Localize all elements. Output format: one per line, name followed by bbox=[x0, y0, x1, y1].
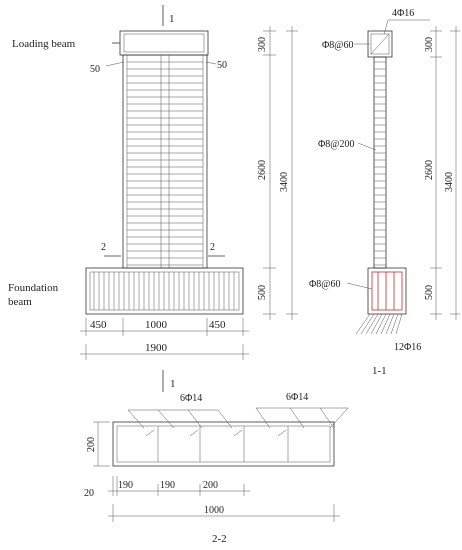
loading-beam bbox=[119, 30, 209, 56]
section-mark-2-left: 2 bbox=[101, 242, 106, 253]
foundation-beam-cage bbox=[89, 271, 240, 311]
width-dim-middle: 1000 bbox=[145, 319, 168, 331]
section-1-top-tie bbox=[370, 33, 390, 55]
bottom-bar bbox=[360, 313, 375, 335]
tie-hook bbox=[233, 429, 243, 437]
bar-leader bbox=[187, 409, 203, 429]
section-2-2-caption: 2-2 bbox=[212, 533, 227, 545]
sec1-height-dim-300: 300 bbox=[424, 37, 435, 52]
width-dim-right: 450 bbox=[209, 319, 226, 331]
section-1-wall bbox=[373, 56, 387, 269]
bars-left-label: 6Φ14 bbox=[180, 393, 202, 404]
sec1-height-dim-500: 500 bbox=[424, 285, 435, 300]
bottom-bar bbox=[380, 313, 391, 335]
bar-leader bbox=[255, 407, 271, 429]
bar-leader bbox=[329, 407, 349, 429]
cover-dim: 20 bbox=[84, 488, 94, 499]
elevation-view: 1 Loading beam 50 50 2 2 Foundation beam bbox=[8, 5, 298, 360]
bottom-bar bbox=[385, 313, 395, 335]
bottom-bar bbox=[355, 313, 371, 335]
cover-dim-right: 50 bbox=[217, 60, 227, 71]
section-2-2-view: 1 6Φ14 6Φ14 200 20 190 190 200 1000 2-2 bbox=[84, 370, 349, 545]
section-2-cage bbox=[116, 425, 331, 463]
bar-leader bbox=[289, 407, 305, 429]
bar-leader bbox=[157, 409, 175, 429]
height-dim-500: 500 bbox=[257, 285, 268, 300]
bottom-bar bbox=[365, 313, 379, 335]
section-2-wall bbox=[112, 421, 335, 467]
bars-right-label: 6Φ14 bbox=[286, 392, 308, 403]
tie-hook bbox=[277, 429, 287, 437]
stirrup-mid-leader bbox=[357, 142, 377, 151]
total-length-dim: 1000 bbox=[204, 505, 224, 516]
sec1-height-dim-2600: 2600 bbox=[424, 160, 435, 180]
section-1-bottom-bars bbox=[355, 313, 403, 335]
spacing-dim-2: 190 bbox=[160, 480, 175, 491]
spacing-dim-1: 190 bbox=[118, 480, 133, 491]
foundation-stirrups bbox=[93, 272, 235, 310]
foundation-label-line1: Foundation bbox=[8, 282, 59, 294]
cover-dim-left: 50 bbox=[90, 64, 100, 75]
bottom-bar bbox=[395, 313, 403, 335]
loading-beam-cage bbox=[123, 33, 205, 53]
stirrup-bottom-label: Φ8@60 bbox=[309, 279, 341, 290]
bottom-bar bbox=[390, 313, 399, 335]
bar-leader bbox=[217, 409, 233, 429]
loading-beam-label: Loading beam bbox=[12, 38, 76, 50]
width-dim-left: 450 bbox=[90, 319, 107, 331]
bar-leader-lines bbox=[127, 407, 349, 429]
top-bars-leader-tip bbox=[383, 19, 389, 35]
section-2-mark-1: 1 bbox=[170, 378, 176, 390]
depth-dim: 200 bbox=[86, 437, 97, 452]
bar-leader bbox=[319, 407, 335, 429]
section-mark-1: 1 bbox=[169, 13, 175, 25]
wall-panel bbox=[122, 54, 208, 269]
height-dim-2600: 2600 bbox=[257, 160, 268, 180]
total-width-dim: 1900 bbox=[145, 342, 168, 354]
tie-hook bbox=[189, 429, 199, 437]
bottom-bars-label: 12Φ16 bbox=[394, 342, 421, 353]
tie-hook bbox=[145, 429, 155, 437]
spacing-dim-3: 200 bbox=[203, 480, 218, 491]
section-mark-2-right: 2 bbox=[210, 242, 215, 253]
total-height-dim: 3400 bbox=[279, 172, 290, 192]
section-2-ties bbox=[145, 426, 289, 462]
sec1-total-height-dim: 3400 bbox=[444, 172, 455, 192]
section-1-stirrups bbox=[374, 61, 386, 266]
bar-leader bbox=[127, 409, 145, 429]
foundation-label-line2: beam bbox=[8, 296, 32, 308]
bottom-bar bbox=[370, 313, 383, 335]
wall-horizontal-bars bbox=[127, 61, 203, 266]
stirrup-mid-label: Φ8@200 bbox=[318, 139, 355, 150]
top-bars-label: 4Φ16 bbox=[392, 8, 414, 19]
section-1-top-stirrup bbox=[370, 33, 390, 55]
section-1-1-caption: 1-1 bbox=[372, 365, 387, 377]
stirrup-bottom-leader bbox=[346, 282, 373, 290]
bottom-bar bbox=[375, 313, 387, 335]
height-dim-300: 300 bbox=[257, 37, 268, 52]
stirrup-top-label: Φ8@60 bbox=[322, 40, 354, 51]
section-1-foundation-cage bbox=[371, 271, 403, 311]
foundation-beam bbox=[85, 267, 244, 315]
cover-leader-right bbox=[205, 61, 217, 65]
section-1-foundation bbox=[367, 267, 407, 315]
cover-leader-left bbox=[105, 61, 125, 67]
section-1-1-view: 4Φ16 Φ8@60 Φ8@200 Φ8@60 12Φ16 300 2600 5… bbox=[309, 8, 460, 377]
